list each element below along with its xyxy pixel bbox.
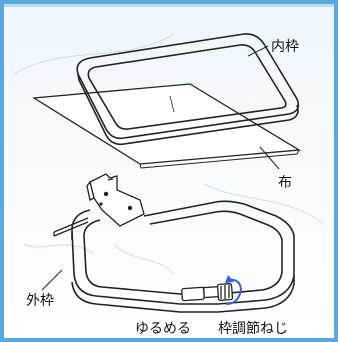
bracket-screw-2 — [127, 205, 133, 211]
outer-hoop — [71, 200, 295, 313]
bracket-screw-3 — [99, 202, 103, 206]
label-fabric: 布 — [278, 175, 292, 191]
leader-inner — [247, 45, 269, 57]
loosen-arrow-icon — [225, 278, 242, 305]
label-adjust-screw: 枠調節ねじ — [218, 321, 288, 337]
leader-fabric — [259, 146, 280, 170]
bracket-screw-1 — [103, 191, 109, 197]
label-loosen: ゆるめる — [135, 321, 191, 337]
hoop-illustration — [13, 33, 325, 313]
hoop-bracket — [53, 173, 145, 237]
label-outer-hoop: 外枠 — [26, 293, 54, 309]
label-inner-hoop: 内枠 — [271, 39, 299, 55]
adjust-screw — [181, 283, 234, 302]
loosen-arrowhead-icon — [225, 275, 234, 283]
header-strip — [4, 4, 334, 7]
inner-hoop — [76, 33, 300, 146]
leader-outer — [41, 269, 63, 291]
